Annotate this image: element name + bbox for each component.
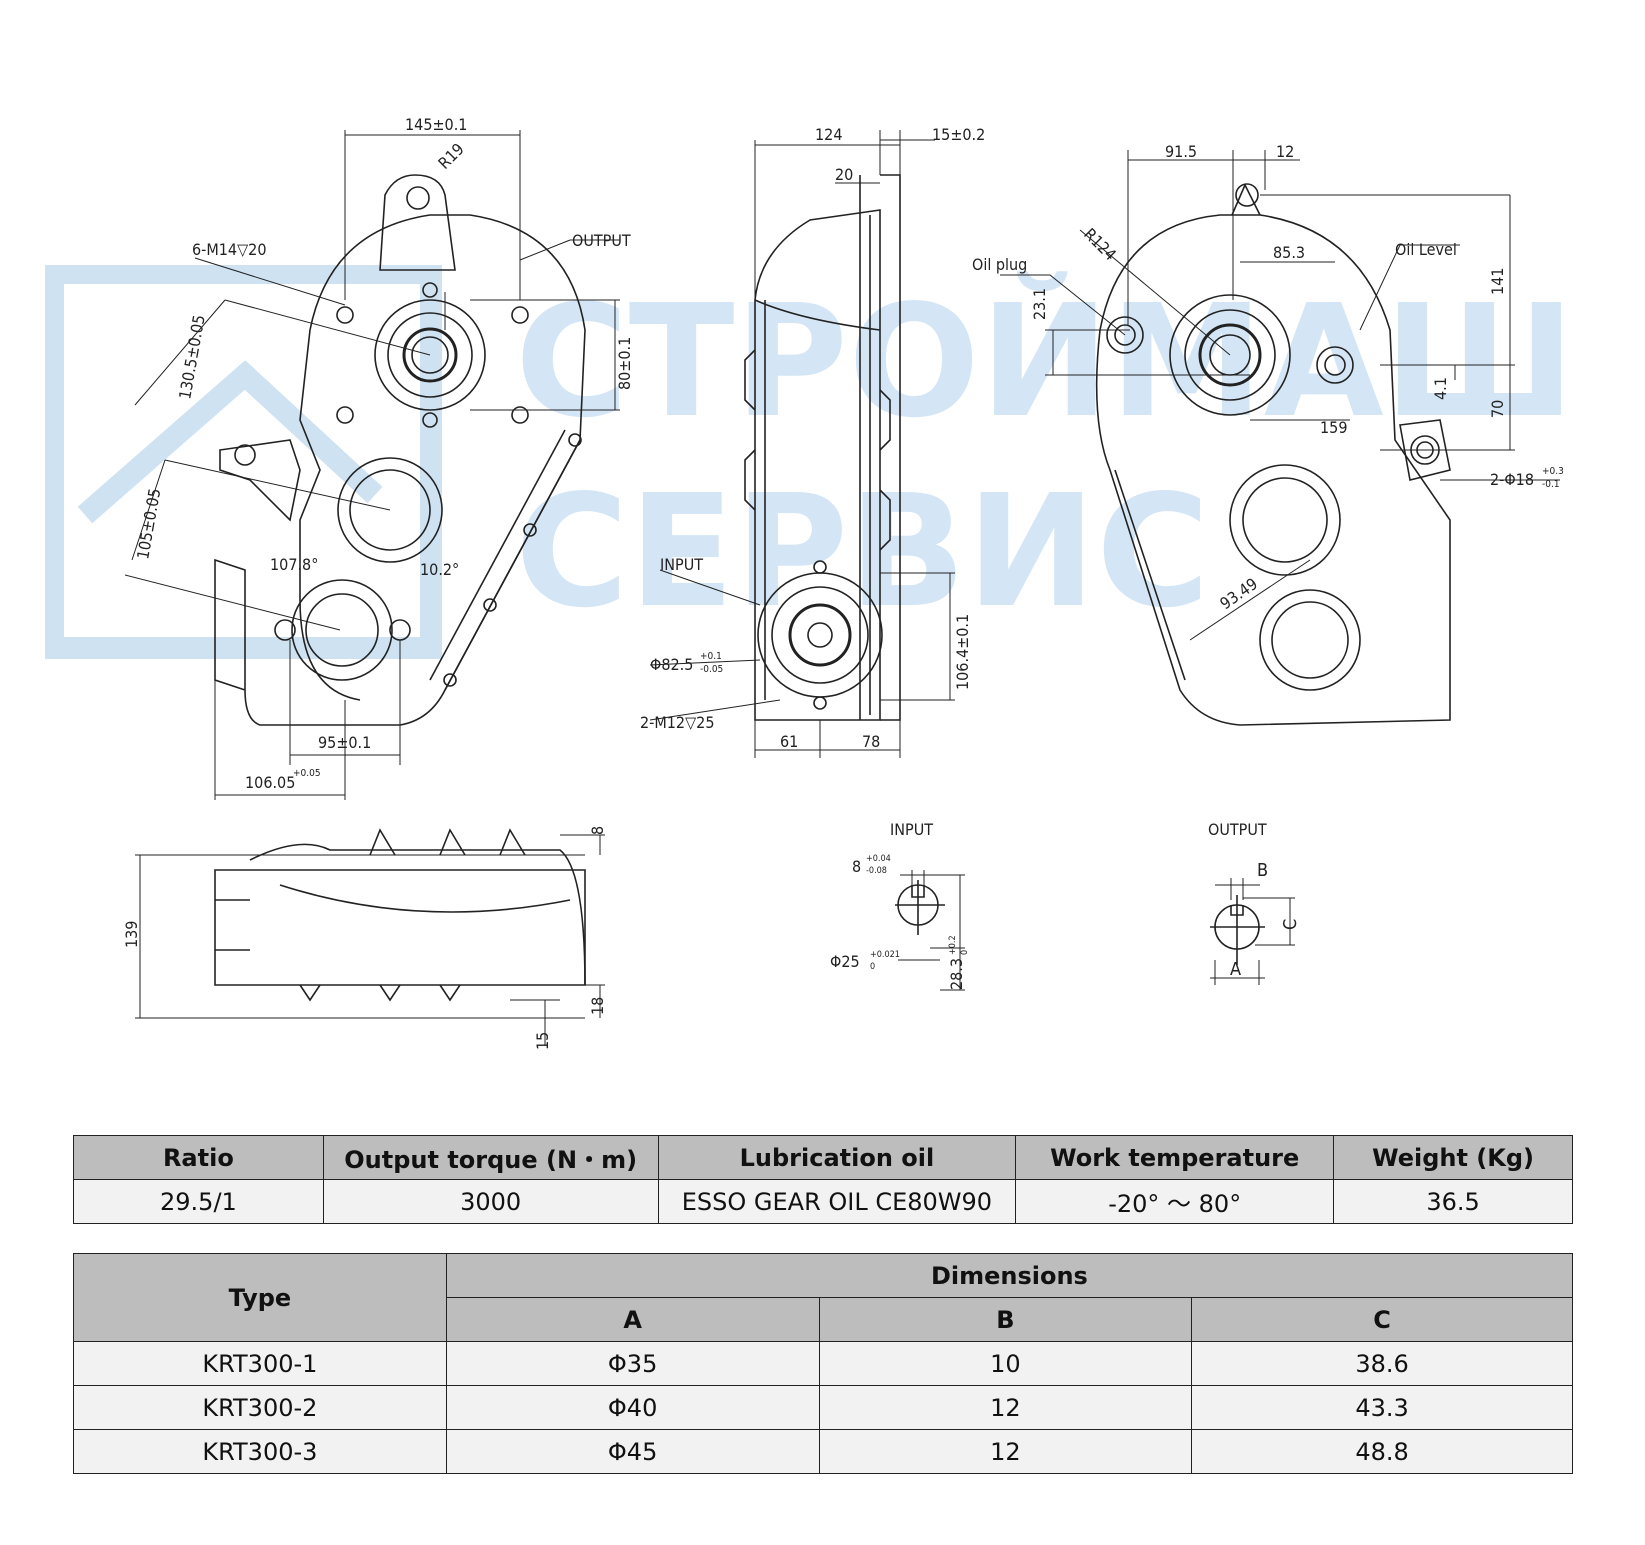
header-weight: Weight (Kg): [1333, 1135, 1573, 1180]
output-shaft-title: OUTPUT: [1208, 820, 1267, 839]
value-ratio: 29.5/1: [73, 1179, 324, 1224]
dim-input-28-3: 28.3: [947, 958, 966, 990]
dim-input-25-tol-up: +0.021: [870, 950, 900, 960]
dim-bottom-15: 15: [533, 1032, 552, 1050]
header-a: A: [445, 1297, 820, 1342]
dim-rear-91-5: 91.5: [1165, 142, 1197, 161]
cell-c: 38.6: [1191, 1341, 1573, 1386]
cell-b: 12: [818, 1385, 1193, 1430]
side-view-dimensions: [649, 130, 955, 758]
dim-side-61: 61: [780, 732, 798, 751]
front-view: [214, 174, 586, 726]
cell-a: Φ40: [445, 1385, 820, 1430]
table-row: KRT300-3 Φ45 12 48.8: [73, 1429, 1573, 1474]
dim-bottom-8: 8: [588, 826, 607, 835]
label-rear-oil-plug: Oil plug: [972, 255, 1027, 274]
front-view-dimensions: [124, 130, 620, 800]
dim-side-82-5-tol-up: +0.1: [700, 651, 722, 662]
dim-side-20: 20: [835, 165, 853, 184]
parameters-header-row: Ratio Output torque (N・m) Lubrication oi…: [73, 1135, 1573, 1180]
table-row: KRT300-1 Φ35 10 38.6: [73, 1341, 1573, 1386]
input-shaft-title: INPUT: [890, 820, 933, 839]
value-work-temperature: -20° ～ 80°: [1015, 1179, 1335, 1224]
dim-front-80: 80±0.1: [615, 337, 634, 390]
header-lubrication-oil: Lubrication oil: [657, 1135, 1017, 1180]
header-output-torque: Output torque (N・m): [322, 1135, 659, 1180]
header-ratio: Ratio: [73, 1135, 324, 1180]
cell-a: Φ35: [445, 1341, 820, 1386]
bottom-view-dimensions: [135, 834, 605, 1045]
label-side-input: INPUT: [660, 555, 703, 574]
cell-c: 48.8: [1191, 1429, 1573, 1474]
dim-rear-2-18: 2-Φ18: [1490, 470, 1534, 489]
side-view: [744, 174, 901, 721]
dim-side-m12: 2-M12▽25: [640, 713, 714, 732]
cell-c: 43.3: [1191, 1385, 1573, 1430]
header-c: C: [1191, 1297, 1573, 1342]
dim-input-25: Φ25: [830, 952, 860, 971]
dim-side-124: 124: [815, 125, 842, 144]
value-output-torque: 3000: [322, 1179, 659, 1224]
dim-rear-23-1: 23.1: [1030, 288, 1049, 320]
dim-rear-12: 12: [1276, 142, 1294, 161]
dim-rear-2-18-tol-up: +0.3: [1542, 466, 1564, 477]
output-shaft-detail: [1210, 878, 1295, 985]
dim-output-c: C: [1280, 919, 1301, 930]
dim-output-a: A: [1230, 959, 1241, 980]
dim-front-106-tol: +0.05: [293, 768, 321, 779]
cell-type: KRT300-3: [73, 1429, 447, 1474]
input-shaft-detail: [895, 870, 965, 991]
value-weight: 36.5: [1333, 1179, 1573, 1224]
dim-rear-70: 70: [1488, 400, 1507, 418]
header-work-temperature: Work temperature: [1015, 1135, 1335, 1180]
cell-type: KRT300-2: [73, 1385, 447, 1430]
dim-bottom-139: 139: [122, 921, 141, 948]
rear-view: [1095, 183, 1451, 726]
dim-front-130-5: 130.5±0.05: [175, 313, 209, 400]
dim-input-25-tol-dn: 0: [870, 962, 875, 972]
value-lubrication-oil: ESSO GEAR OIL CE80W90: [657, 1179, 1017, 1224]
dim-rear-4-1: 4.1: [1431, 377, 1450, 400]
dim-input-8: 8: [852, 857, 861, 876]
dim-front-m14: 6-M14▽20: [192, 240, 266, 259]
dim-bottom-18: 18: [588, 997, 607, 1015]
dim-front-95: 95±0.1: [318, 733, 371, 752]
dim-rear-85-3: 85.3: [1273, 243, 1305, 262]
dim-front-106: 106.05: [245, 773, 295, 792]
label-rear-oil-level: Oil Level: [1395, 240, 1457, 259]
dim-side-15: 15±0.2: [932, 125, 985, 144]
dim-rear-159: 159: [1320, 418, 1347, 437]
cell-b: 12: [818, 1429, 1193, 1474]
cell-b: 10: [818, 1341, 1193, 1386]
dim-input-28-3-tol-dn: 0: [960, 950, 970, 955]
dim-front-105: 105±0.05: [133, 487, 164, 561]
dim-output-b: B: [1257, 860, 1268, 881]
dim-side-82-5: Φ82.5: [650, 655, 693, 674]
dim-front-r19: R19: [434, 139, 467, 172]
dim-side-78: 78: [862, 732, 880, 751]
dimensions-header-row-1: Type Dimensions: [73, 1253, 1574, 1342]
parameters-table: Ratio Output torque (N・m) Lubrication oi…: [73, 1135, 1573, 1224]
label-front-output: OUTPUT: [572, 231, 631, 250]
rear-view-dimensions: [1000, 150, 1560, 641]
dim-side-106-4: 106.4±0.1: [953, 614, 972, 690]
dim-front-angle-107: 107.8°: [270, 555, 318, 574]
dim-input-8-tol-dn: -0.08: [866, 866, 887, 876]
dim-input-28-3-tol-up: +0.2: [948, 935, 958, 955]
header-dimensions: Dimensions: [445, 1253, 1574, 1298]
dim-input-8-tol-up: +0.04: [866, 854, 891, 864]
parameters-value-row: 29.5/1 3000 ESSO GEAR OIL CE80W90 -20° ～…: [73, 1179, 1573, 1224]
technical-drawing: 145±0.1 R19 6-M14▽20 OUTPUT 130.5±0.05 8…: [122, 115, 1564, 1050]
cell-type: KRT300-1: [73, 1341, 447, 1386]
table-row: KRT300-2 Φ40 12 43.3: [73, 1385, 1573, 1430]
dim-front-angle-10: 10.2°: [420, 560, 459, 579]
dim-rear-2-18-tol-dn: -0.1: [1542, 479, 1560, 490]
header-b: B: [818, 1297, 1193, 1342]
header-type: Type: [73, 1253, 447, 1342]
dim-front-145: 145±0.1: [405, 115, 467, 134]
dimensions-table: Type Dimensions A B C KRT300-1 Φ35 10 38…: [73, 1253, 1574, 1474]
dim-side-82-5-tol-dn: -0.05: [700, 664, 723, 675]
dim-rear-141: 141: [1488, 268, 1507, 295]
cell-a: Φ45: [445, 1429, 820, 1474]
